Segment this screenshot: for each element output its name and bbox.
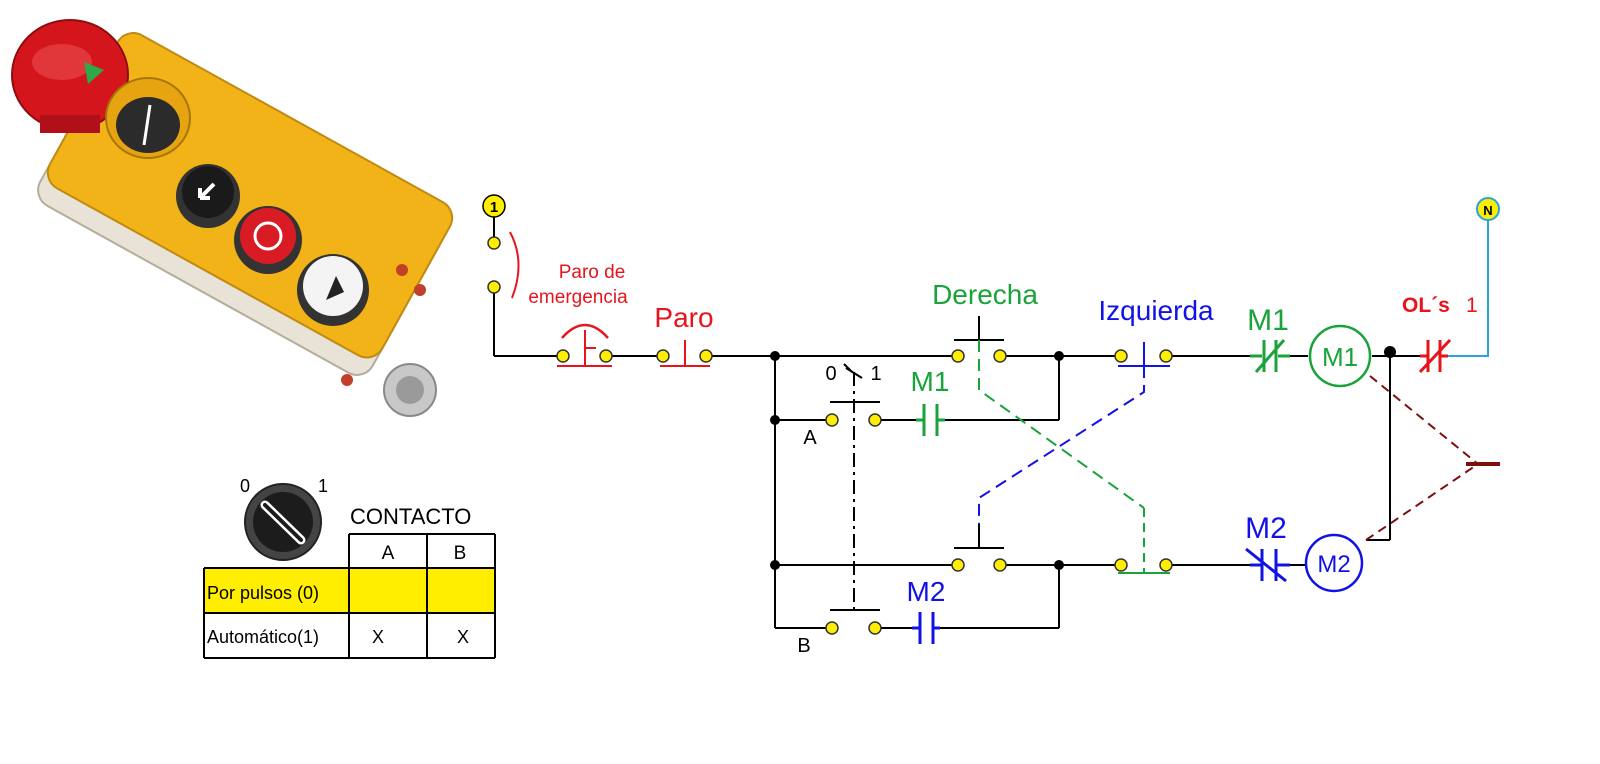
selector-legend: 0 1 CONTACTO A B Por pulsos (0) Automáti… bbox=[203, 476, 496, 659]
arrow-left-button-icon bbox=[176, 164, 240, 228]
left-pushbutton bbox=[1114, 508, 1173, 574]
left-pushbutton-nc bbox=[1114, 342, 1173, 367]
legend-row-a: X bbox=[372, 627, 384, 647]
selector-switch-symbol bbox=[825, 363, 882, 635]
neutral-wire bbox=[1448, 220, 1489, 357]
m1-seal-label: M1 bbox=[911, 366, 950, 397]
stop-label: Paro bbox=[654, 302, 713, 333]
emergency-label: Paro de bbox=[559, 262, 626, 283]
stop-circle-button-icon bbox=[234, 206, 302, 274]
cable-gland bbox=[383, 363, 437, 417]
left-label: Izquierda bbox=[1098, 295, 1214, 326]
selector-knob-icon bbox=[244, 483, 322, 561]
legend-col-a: A bbox=[382, 543, 395, 564]
m2-nc-contact bbox=[1245, 547, 1290, 583]
overload-contact bbox=[1418, 338, 1452, 374]
stop-pushbutton bbox=[656, 340, 713, 367]
pendant-station-photo bbox=[11, 19, 454, 417]
m2-seal-contact bbox=[912, 612, 940, 644]
m1-contact-label: M1 bbox=[1247, 304, 1289, 337]
selector-b-label: B bbox=[797, 635, 810, 657]
m2-coil-label: M2 bbox=[1317, 551, 1350, 578]
selector-switch-icon bbox=[105, 77, 191, 159]
right-pushbutton bbox=[951, 316, 1007, 363]
overload-num-label: 1 bbox=[1466, 294, 1478, 317]
arrow-up-button-icon bbox=[297, 254, 369, 326]
junction-dots bbox=[770, 346, 1396, 570]
selector-pos-1: 1 bbox=[870, 363, 881, 385]
black-wiring bbox=[493, 217, 1420, 629]
m1-coil-label: M1 bbox=[1322, 342, 1358, 372]
m1-seal-contact bbox=[916, 404, 945, 436]
emergency-mushroom-icon bbox=[11, 19, 129, 133]
right-pushbutton-nc bbox=[951, 524, 1007, 572]
emergency-stop-switch bbox=[487, 231, 520, 299]
selector-pos-0: 0 bbox=[825, 363, 836, 385]
mechanical-interlock-links bbox=[978, 340, 1145, 524]
m1-nc-contact bbox=[1250, 339, 1290, 373]
overload-link bbox=[1365, 375, 1500, 541]
emergency-label-2: emergencia bbox=[528, 287, 628, 308]
m2-contact-label: M2 bbox=[1245, 512, 1287, 545]
selector-a-label: A bbox=[803, 427, 817, 449]
right-label: Derecha bbox=[932, 279, 1038, 310]
m1-coil-icon bbox=[1308, 324, 1372, 388]
legend-col-b: B bbox=[454, 543, 467, 564]
legend-row-mode: Por pulsos (0) bbox=[207, 583, 319, 603]
legend-row-mode: Automático(1) bbox=[207, 627, 319, 647]
knob-label-1: 1 bbox=[318, 476, 328, 496]
node-l1-label: 1 bbox=[490, 199, 498, 216]
mushroom-stop-symbol bbox=[556, 323, 613, 367]
knob-label-0: 0 bbox=[240, 476, 250, 496]
legend-title: CONTACTO bbox=[350, 504, 471, 529]
m2-coil-icon bbox=[1304, 533, 1364, 593]
legend-row-b: X bbox=[457, 627, 469, 647]
m2-seal-label: M2 bbox=[907, 576, 946, 607]
overload-label: OL´s bbox=[1402, 294, 1450, 317]
ladder-diagram: 1 N bbox=[482, 194, 1500, 657]
node-neutral-label: N bbox=[1483, 203, 1492, 218]
